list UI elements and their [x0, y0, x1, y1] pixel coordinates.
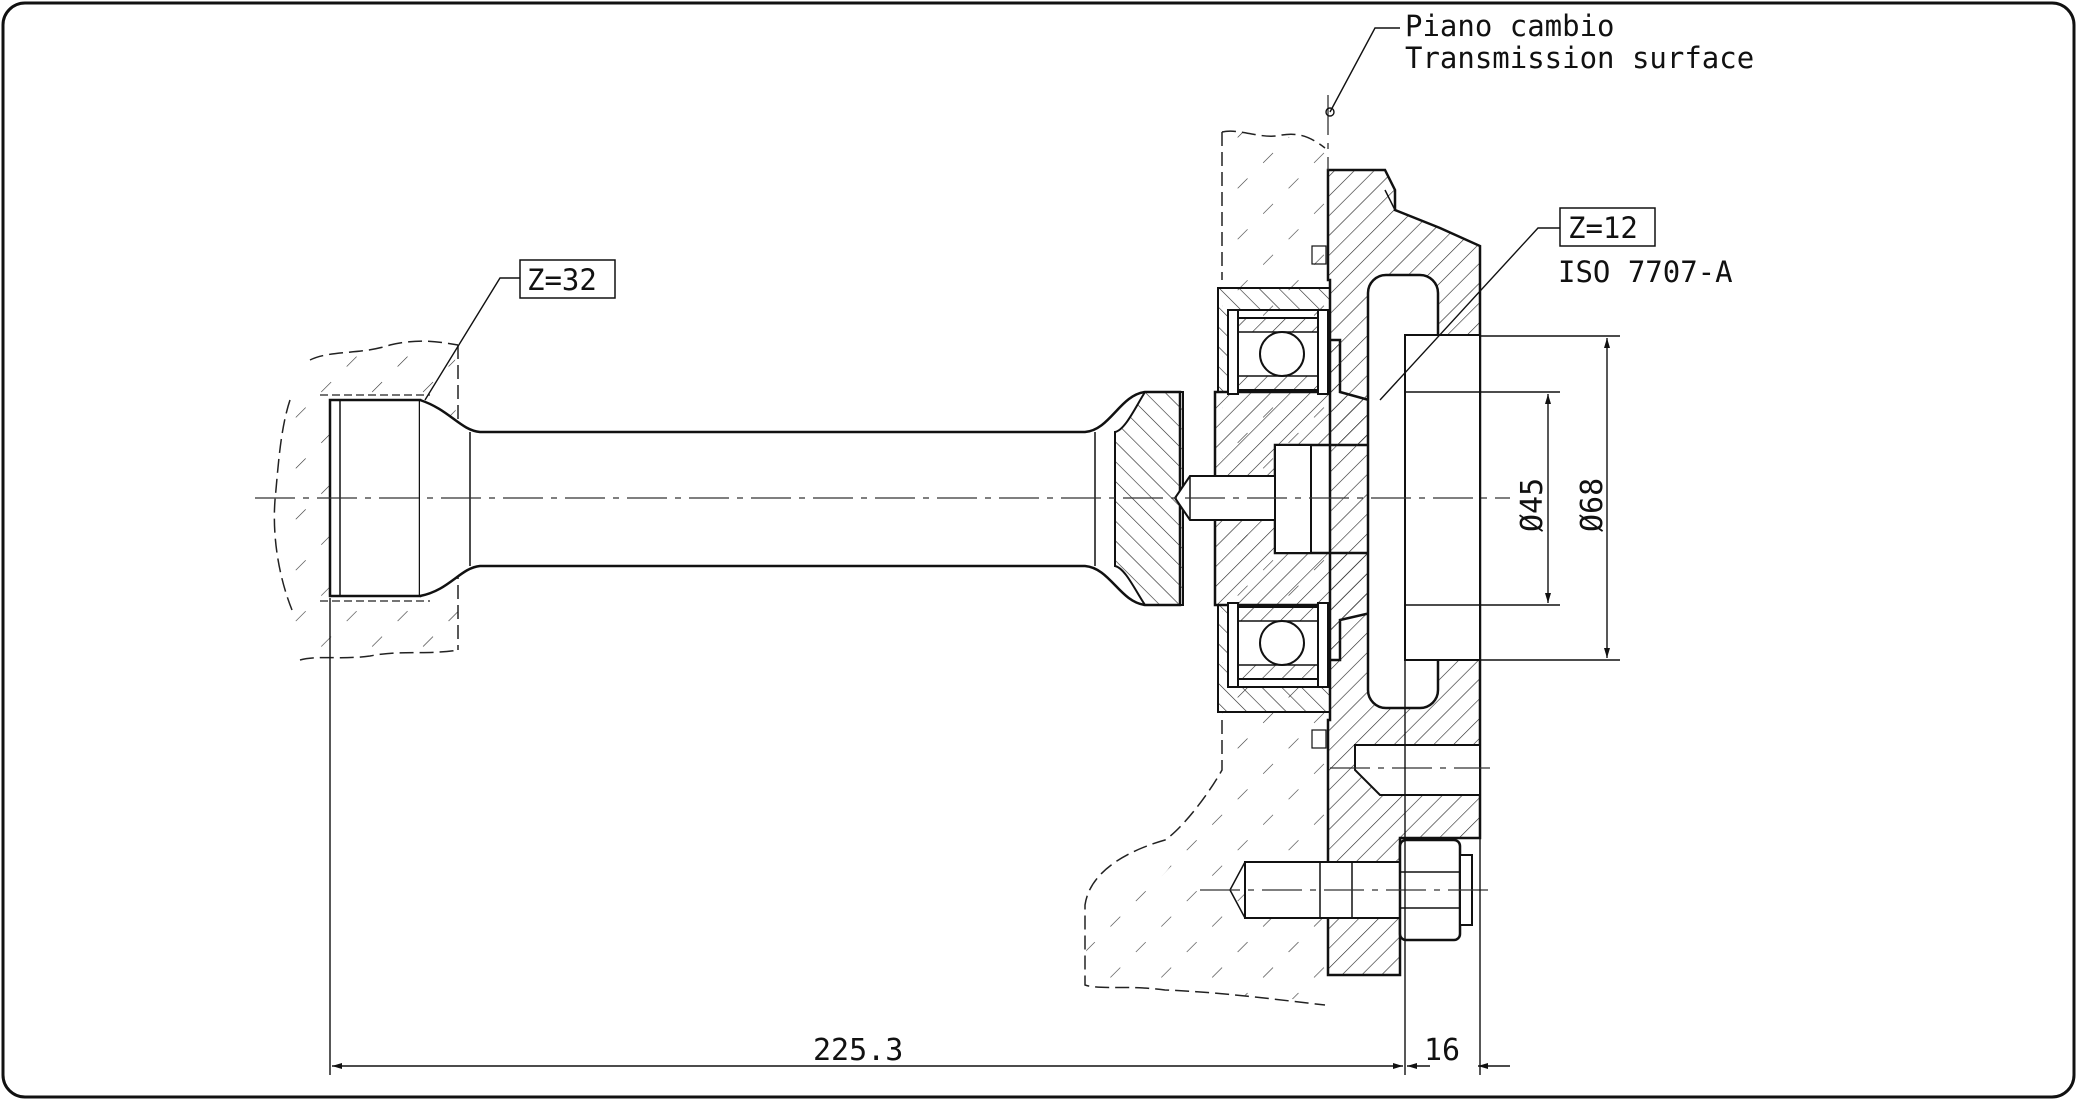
bearing-upper — [1227, 309, 1329, 395]
dowel-marks — [1311, 245, 1327, 749]
surface-label-it: Piano cambio — [1405, 9, 1615, 43]
z32-label: Z=32 — [527, 263, 597, 297]
dim-225-label: 225.3 — [813, 1033, 903, 1068]
leader-lines — [424, 27, 1560, 401]
dimension-lines — [329, 335, 1620, 1075]
z12-box — [1559, 207, 1656, 247]
z32-box — [519, 259, 616, 299]
dim-dia68-label: Ø68 — [1575, 478, 1610, 532]
z12-label: Z=12 — [1568, 211, 1638, 245]
bearing-carrier — [1217, 287, 1331, 713]
surface-label-en: Transmission surface — [1405, 41, 1754, 75]
dim-dia45-label: Ø45 — [1515, 478, 1550, 532]
center-lines — [255, 95, 1510, 891]
dim-16-label: 16 — [1424, 1033, 1460, 1068]
bearing-lower — [1227, 602, 1329, 688]
flange — [1326, 168, 1482, 977]
iso-label: ISO 7707-A — [1558, 255, 1733, 289]
